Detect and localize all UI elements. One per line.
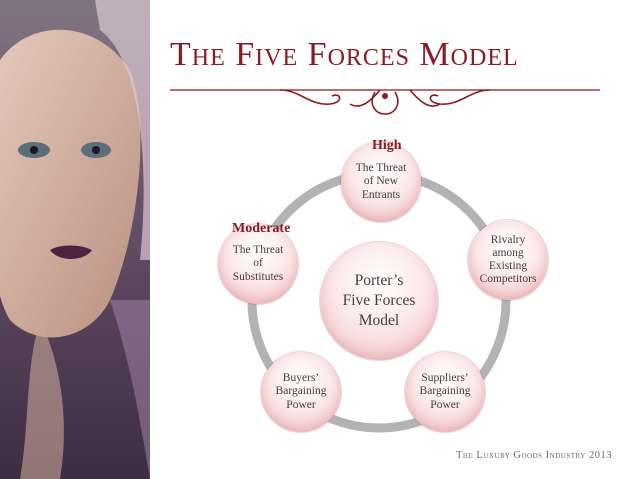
force-label-line: Rivalry	[491, 234, 526, 247]
force-label-line: of New	[364, 175, 398, 188]
force-buyers-bargaining-power: Buyers’ Bargaining Power	[261, 352, 341, 432]
force-label-line: Competitors	[480, 273, 537, 286]
slide-title: The Five Forces Model	[170, 38, 519, 72]
portrait-image	[0, 0, 150, 479]
five-forces-diagram: Porter’s Five Forces Model The Threat of…	[150, 120, 638, 479]
force-label-line: Entrants	[362, 189, 400, 202]
rating-label-high: High	[372, 138, 402, 154]
force-label-line: Power	[430, 399, 459, 412]
force-label-line: of	[253, 257, 263, 270]
force-label-line: Existing	[489, 260, 527, 273]
force-label-line: Bargaining	[420, 385, 471, 398]
porters-five-forces-center: Porter’s Five Forces Model	[320, 242, 438, 360]
rating-label-moderate: Moderate	[232, 221, 290, 237]
force-rivalry: Rivalry among Existing Competitors	[468, 220, 548, 300]
force-label-line: Suppliers’	[421, 372, 468, 385]
force-label-line: Bargaining	[276, 385, 327, 398]
force-label-line: Buyers’	[283, 372, 319, 385]
center-line: Model	[359, 311, 399, 331]
force-label-line: Substitutes	[233, 271, 283, 284]
center-line: Porter’s	[355, 271, 404, 291]
force-label-line: among	[492, 247, 523, 260]
force-suppliers-bargaining-power: Suppliers’ Bargaining Power	[405, 352, 485, 432]
force-label-line: The Threat	[233, 244, 284, 257]
title-divider-ornament	[170, 84, 600, 120]
force-label-line: The Threat	[356, 162, 407, 175]
slide-footer: The Luxury Goods Industry 2013	[456, 450, 612, 461]
center-line: Five Forces	[343, 291, 416, 311]
force-label-line: Power	[286, 399, 315, 412]
force-threat-of-new-entrants: The Threat of New Entrants	[341, 142, 421, 222]
